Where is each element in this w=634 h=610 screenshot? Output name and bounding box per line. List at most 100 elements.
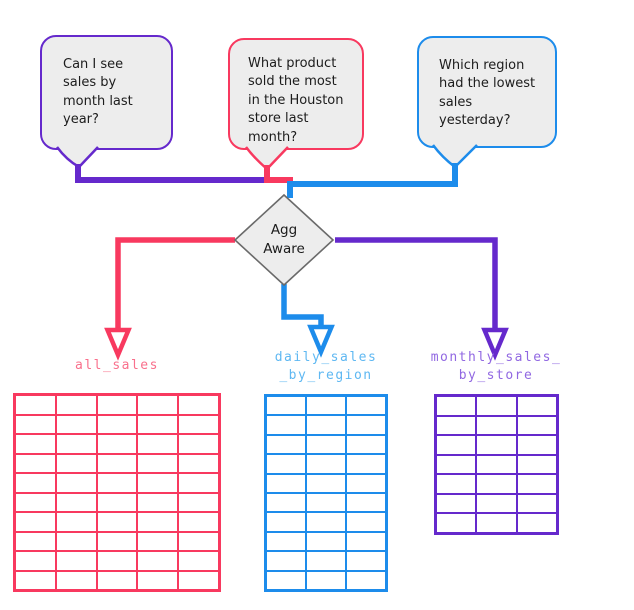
table-cell xyxy=(16,415,55,433)
table-cell xyxy=(267,532,305,551)
question-text: Which region had the lowest sales yester… xyxy=(439,58,536,129)
table-cell xyxy=(97,454,137,472)
table-cell xyxy=(477,455,516,474)
table-cell xyxy=(347,532,385,551)
table-cell xyxy=(307,435,345,454)
table-cell xyxy=(56,415,96,433)
table-cell xyxy=(56,513,96,531)
table-label-all-sales: all_sales xyxy=(13,357,221,375)
table-cell xyxy=(347,397,385,415)
table-cell xyxy=(56,493,96,511)
table-label-daily-sales-by-region: daily_sales _by_region xyxy=(264,349,388,385)
table-cell xyxy=(138,571,178,589)
table-cell xyxy=(517,436,556,454)
table-label-line: _by_region xyxy=(279,368,373,383)
table-cell xyxy=(179,532,218,550)
table-cell xyxy=(16,493,55,511)
table-grid-all-sales xyxy=(13,393,221,592)
table-cell xyxy=(16,396,55,414)
table-cell xyxy=(517,514,556,532)
table-cell xyxy=(16,532,55,550)
table-cell xyxy=(267,493,305,512)
table-cell xyxy=(267,435,305,454)
table-cell xyxy=(347,474,385,492)
bubble-tail-purple-outline xyxy=(55,146,99,169)
table-grid-monthly-sales-by-store xyxy=(434,394,559,535)
connector-purple-out xyxy=(335,237,498,328)
connector-blue-out xyxy=(281,284,324,325)
decision-label-line2: Aware xyxy=(263,241,305,257)
table-cell xyxy=(56,454,96,472)
table-cell xyxy=(307,474,345,492)
table-cell xyxy=(477,514,516,532)
table-cell xyxy=(56,435,96,453)
table-label-line: daily_sales xyxy=(274,350,378,365)
connector-blue-in xyxy=(287,163,458,198)
table-cell xyxy=(16,474,55,492)
table-cell xyxy=(307,532,345,551)
table-cell xyxy=(16,454,55,472)
table-cell xyxy=(267,455,305,473)
table-cell xyxy=(179,435,218,453)
table-cell xyxy=(307,571,345,589)
bubble-tail-pink-outline xyxy=(244,146,289,171)
table-cell xyxy=(307,552,345,570)
table-cell xyxy=(138,474,178,492)
connector-pink-in xyxy=(264,165,293,183)
table-cell xyxy=(517,475,556,493)
table-cell xyxy=(307,493,345,512)
table-grid-daily-sales-by-region xyxy=(264,394,388,592)
table-cell xyxy=(437,397,476,415)
table-cell xyxy=(138,552,178,570)
question-bubble-region-lowest-sales: Which region had the lowest sales yester… xyxy=(417,36,557,148)
table-cell xyxy=(179,513,218,531)
table-cell xyxy=(437,514,476,532)
question-bubble-sales-by-month: Can I see sales by month last year? xyxy=(40,35,173,150)
table-cell xyxy=(138,493,178,511)
table-cell xyxy=(97,571,137,589)
table-cell xyxy=(267,397,305,415)
table-cell xyxy=(56,532,96,550)
table-label-line: monthly_sales_ xyxy=(430,350,562,365)
table-label-monthly-sales-by-store: monthly_sales_ by_store xyxy=(429,349,563,385)
table-cell xyxy=(267,474,305,492)
table-cell xyxy=(97,474,137,492)
table-cell xyxy=(477,416,516,435)
table-cell xyxy=(179,493,218,511)
table-cell xyxy=(347,493,385,512)
table-cell xyxy=(16,513,55,531)
bubble-tail-blue-outline xyxy=(431,144,478,169)
decision-label-line1: Agg xyxy=(270,222,298,238)
table-cell xyxy=(97,493,137,511)
table-cell xyxy=(347,435,385,454)
table-cell xyxy=(437,455,476,474)
table-cell xyxy=(307,397,345,415)
table-cell xyxy=(347,416,385,434)
table-cell xyxy=(517,416,556,435)
table-cell xyxy=(16,552,55,570)
table-cell xyxy=(437,494,476,513)
arrowhead-pink xyxy=(104,327,132,361)
question-text: What product sold the most in the Housto… xyxy=(248,56,344,145)
table-cell xyxy=(138,396,178,414)
table-cell xyxy=(138,513,178,531)
table-cell xyxy=(179,552,218,570)
table-cell xyxy=(437,436,476,454)
table-cell xyxy=(437,416,476,435)
connector-purple-in xyxy=(75,164,273,183)
table-cell xyxy=(179,454,218,472)
table-cell xyxy=(267,416,305,434)
table-cell xyxy=(97,396,137,414)
table-cell xyxy=(56,571,96,589)
table-cell xyxy=(138,415,178,433)
table-cell xyxy=(267,513,305,531)
table-cell xyxy=(477,397,516,415)
table-cell xyxy=(307,513,345,531)
table-label-line: all_sales xyxy=(75,358,159,373)
table-cell xyxy=(477,436,516,454)
table-cell xyxy=(56,552,96,570)
table-cell xyxy=(97,532,137,550)
table-cell xyxy=(138,454,178,472)
table-cell xyxy=(347,513,385,531)
